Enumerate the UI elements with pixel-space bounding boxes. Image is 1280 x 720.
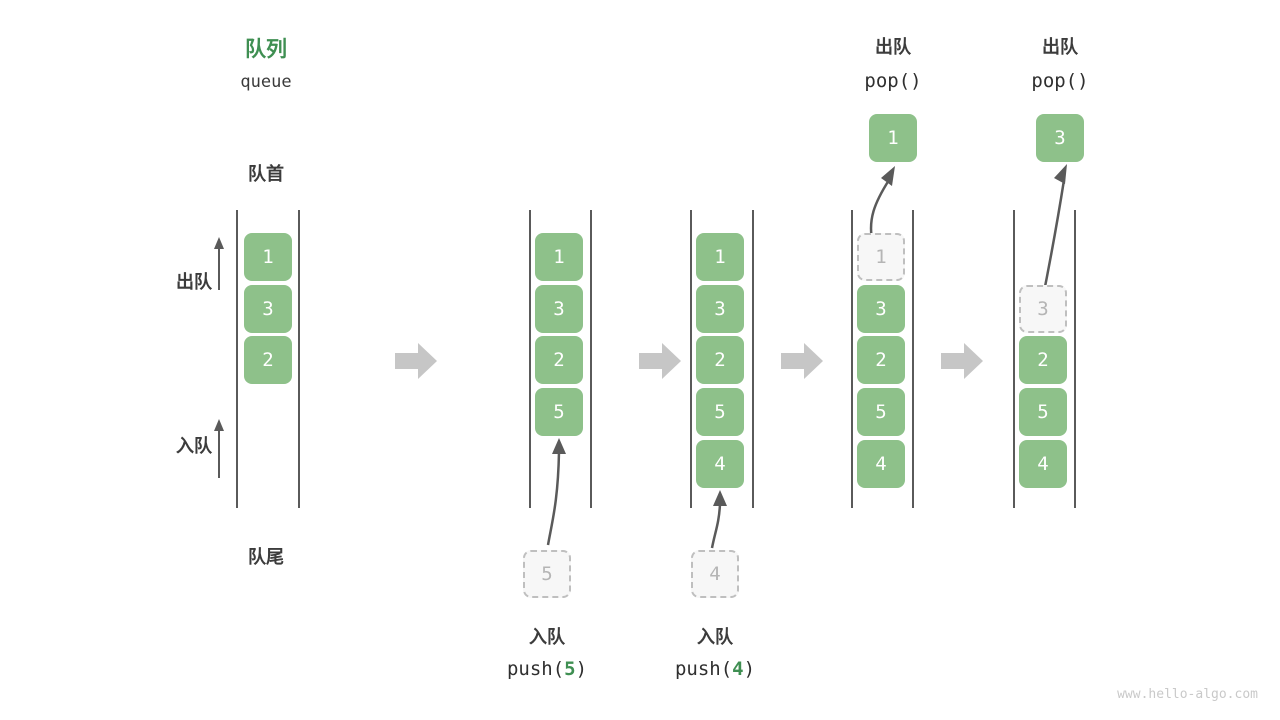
panel3-caption-code: push(4) [655,658,775,680]
panel2-code-value: 5 [564,658,576,680]
rear-label: 队尾 [248,547,284,567]
panel3-code-suffix: ) [743,658,756,680]
panel4-rail-right [912,210,914,508]
panel3-caption-cn: 入队 [697,627,733,647]
panel2-element-1: 3 [535,285,583,333]
panel4-popped-element: 1 [869,114,917,162]
panel1-rail-right [298,210,300,508]
panel3-element-2: 2 [696,336,744,384]
panel2-element-0: 1 [535,233,583,281]
panel1-rail-left [236,210,238,508]
panel2-incoming-element: 5 [523,550,571,598]
panel4-element-4: 4 [857,440,905,488]
panel5-rail-left [1013,210,1015,508]
legend-enqueue-label: 入队 [176,436,212,456]
panel4-element-0-ghost: 1 [857,233,905,281]
panel3-rail-right [752,210,754,508]
panel5-pop-arrow [1040,164,1067,303]
panel2-code-prefix: push( [506,658,565,680]
panel5-header-code: pop() [1031,70,1089,92]
panel5-element-2: 2 [1019,336,1067,384]
panel3-code-prefix: push( [674,658,733,680]
panel3-push-arrow [710,490,727,549]
panel1-element-1: 3 [244,285,292,333]
panel4-rail-left [851,210,853,508]
panel5-element-1-ghost: 3 [1019,285,1067,333]
panel5-element-4: 4 [1019,440,1067,488]
panel5-element-3: 5 [1019,388,1067,436]
panel2-element-2: 2 [535,336,583,384]
flow-arrow-2 [639,343,681,379]
panel5-rail-right [1074,210,1076,508]
panel3-element-0: 1 [696,233,744,281]
panel2-caption-code: push(5) [487,658,607,680]
panel4-element-3: 5 [857,388,905,436]
legend-dequeue-label: 出队 [176,272,212,292]
enqueue-direction-arrow [214,419,224,478]
flow-arrow-4 [941,343,983,379]
panel2-rail-right [590,210,592,508]
panel3-element-3: 5 [696,388,744,436]
watermark: www.hello-algo.com [1117,687,1258,702]
panel3-code-value: 4 [732,658,744,680]
panel2-rail-left [529,210,531,508]
panel2-push-arrow [546,438,566,546]
panel4-header-cn: 出队 [875,37,911,57]
flow-arrow-1 [395,343,437,379]
panel1-element-2: 2 [244,336,292,384]
front-label: 队首 [248,164,284,184]
panel2-code-suffix: ) [575,658,588,680]
panel4-element-1: 3 [857,285,905,333]
panel1-element-0: 1 [244,233,292,281]
flow-arrow-3 [781,343,823,379]
panel3-element-4: 4 [696,440,744,488]
diagram-title-cn: 队列 [245,38,287,61]
panel2-element-3: 5 [535,388,583,436]
panel3-rail-left [690,210,692,508]
panel4-element-2: 2 [857,336,905,384]
panel5-header-cn: 出队 [1042,37,1078,57]
panel3-incoming-element: 4 [691,550,739,598]
dequeue-direction-arrow [214,237,224,290]
panel2-caption-cn: 入队 [529,627,565,647]
panel3-element-1: 3 [696,285,744,333]
panel4-header-code: pop() [864,70,922,92]
panel5-popped-element: 3 [1036,114,1084,162]
diagram-title-en: queue [240,72,292,92]
